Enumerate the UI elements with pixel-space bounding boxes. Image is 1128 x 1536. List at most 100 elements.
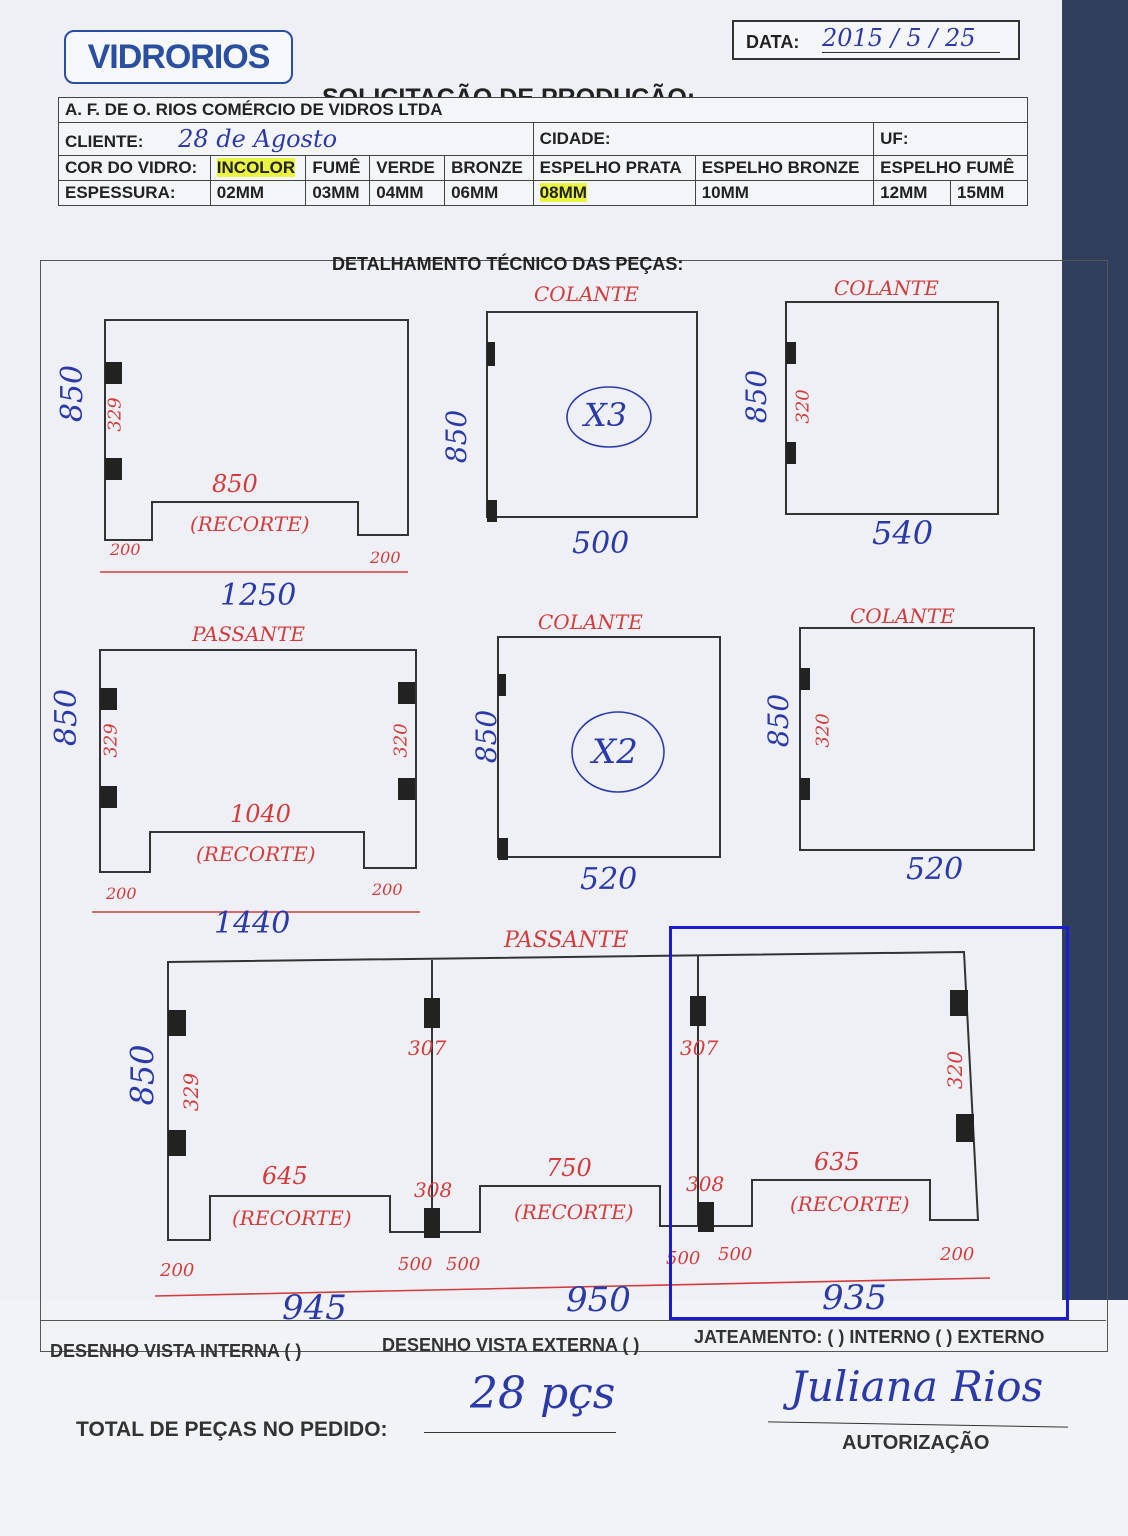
piece-6-outline	[799, 627, 1035, 851]
piece-3-outline	[785, 301, 999, 515]
dim-width-5: 520	[580, 862, 638, 897]
label-recorte-1: (RECORTE)	[190, 512, 310, 536]
dim-200-4b: 200	[372, 880, 403, 899]
color-option-espelho-bronze[interactable]: ESPELHO BRONZE	[694, 155, 875, 181]
dim-width-7a: 945	[282, 1288, 347, 1328]
dim-height-4: 850	[49, 688, 85, 747]
espessura-label: ESPESSURA:	[58, 180, 211, 206]
hinge-mark	[168, 1010, 186, 1036]
label-recorte-7b: (RECORTE)	[514, 1200, 634, 1224]
dim-hinge-6: 320	[812, 713, 834, 748]
cliente-cell: CLIENTE: 28 de Agosto	[58, 122, 534, 156]
hinge-mark	[105, 458, 122, 480]
dim-width-2: 500	[572, 526, 630, 561]
form-sheet-bottom	[0, 1300, 1128, 1536]
hinge-mark	[487, 342, 495, 366]
hinge-mark	[498, 674, 506, 696]
dim-width-7b: 950	[566, 1280, 631, 1320]
color-option-verde[interactable]: VERDE	[369, 155, 446, 181]
dim-500-b: 500	[446, 1254, 481, 1275]
hinge-mark	[100, 786, 117, 808]
label-recorte-7c: (RECORTE)	[790, 1192, 910, 1216]
label-recorte-7a: (RECORTE)	[232, 1206, 352, 1230]
hinge-mark	[950, 990, 968, 1016]
dim-width-7c: 935	[822, 1278, 887, 1318]
hinge-mark	[105, 362, 122, 384]
section-title: DETALHAMENTO TÉCNICO DAS PEÇAS:	[332, 254, 684, 274]
hinge-mark	[786, 342, 796, 364]
date-box: DATA: 2015 / 5 / 25	[732, 20, 1020, 60]
thickness-10[interactable]: 10MM	[694, 180, 875, 206]
dim-500-c: 500	[666, 1248, 701, 1269]
dim-width-6: 520	[906, 852, 964, 887]
dim-cut-7b: 750	[546, 1154, 592, 1182]
dim-500-a: 500	[398, 1254, 433, 1275]
dim-500-d: 500	[718, 1244, 753, 1265]
hinge-mark	[424, 998, 440, 1028]
dim-height-7: 850	[123, 1044, 162, 1106]
color-option-bronze[interactable]: BRONZE	[444, 155, 534, 181]
option-vista-externa[interactable]: DESENHO VISTA EXTERNA ( )	[382, 1335, 640, 1355]
dim-width-1: 1250	[220, 578, 297, 613]
quantity-x3: X3	[584, 396, 628, 434]
dim-height-2: 850	[440, 409, 474, 464]
thickness-02[interactable]: 02MM	[209, 180, 307, 206]
dim-200-1a: 200	[110, 540, 141, 559]
dim-cut-7a: 645	[262, 1162, 308, 1190]
dim-cut-7c: 635	[814, 1148, 860, 1176]
option-vista-interna[interactable]: DESENHO VISTA INTERNA ( )	[50, 1341, 302, 1361]
drawing-area-frame	[40, 260, 1108, 1352]
hinge-mark	[487, 500, 497, 522]
total-pieces-line	[424, 1432, 616, 1433]
dim-308-a: 308	[414, 1178, 453, 1202]
thickness-03[interactable]: 03MM	[305, 180, 371, 206]
label-colante-5: COLANTE	[538, 610, 643, 634]
color-option-fume[interactable]: FUMÊ	[305, 155, 371, 181]
hinge-mark	[424, 1208, 440, 1238]
hinge-mark	[100, 688, 117, 710]
option-jateamento[interactable]: JATEAMENTO: ( ) INTERNO ( ) EXTERNO	[694, 1327, 1045, 1347]
thickness-15[interactable]: 15MM	[950, 180, 1028, 206]
company-logo: VIDRORIOS	[64, 30, 293, 84]
piece-5-outline	[497, 636, 721, 858]
label-colante-3: COLANTE	[834, 276, 939, 300]
dim-hinge-4b: 320	[390, 723, 412, 758]
total-pieces-label: TOTAL DE PEÇAS NO PEDIDO:	[76, 1418, 388, 1441]
hinge-mark	[956, 1114, 974, 1142]
dim-line	[154, 1277, 991, 1297]
hinge-mark	[398, 778, 415, 800]
thickness-04[interactable]: 04MM	[369, 180, 446, 206]
footer-options-row: DESENHO VISTA INTERNA ( ) DESENHO VISTA …	[40, 1320, 1106, 1361]
piece-1-outline	[104, 319, 409, 541]
thickness-06[interactable]: 06MM	[444, 180, 534, 206]
label-colante-2: COLANTE	[534, 282, 639, 306]
label-passante-4: PASSANTE	[192, 622, 305, 646]
hinge-mark	[498, 838, 508, 860]
dim-200-4a: 200	[106, 884, 137, 903]
dim-width-4: 1440	[214, 906, 291, 941]
total-pieces-value: 28 pçs	[470, 1368, 616, 1419]
hinge-mark	[168, 1130, 186, 1156]
date-value: 2015 / 5 / 25	[822, 24, 1000, 53]
color-option-incolor[interactable]: INCOLOR	[216, 158, 296, 177]
piece-2-outline	[486, 311, 698, 518]
thickness-08[interactable]: 08MM	[539, 183, 587, 202]
order-header-table: A. F. DE O. RIOS COMÉRCIO DE VIDROS LTDA…	[58, 97, 1028, 206]
dim-hinge-1: 329	[104, 397, 126, 432]
dim-hinge-7: 329	[179, 1072, 204, 1112]
hinge-mark	[786, 442, 796, 464]
dim-height-6: 850	[762, 693, 796, 748]
hinge-mark	[398, 682, 415, 704]
dim-307-a: 307	[408, 1036, 447, 1060]
piece-4-outline	[99, 649, 417, 873]
dim-height-5: 850	[470, 709, 504, 764]
quantity-circle-x3	[566, 386, 652, 448]
cliente-value: 28 de Agosto	[178, 125, 338, 153]
dim-hinge-3: 320	[792, 389, 814, 424]
dim-200-7c: 200	[940, 1244, 975, 1265]
hinge-mark	[800, 778, 810, 800]
quantity-circle-x2	[571, 711, 665, 793]
color-option-espelho-prata[interactable]: ESPELHO PRATA	[532, 155, 696, 181]
quantity-x2: X2	[592, 732, 638, 772]
dim-200-7a: 200	[160, 1260, 195, 1281]
